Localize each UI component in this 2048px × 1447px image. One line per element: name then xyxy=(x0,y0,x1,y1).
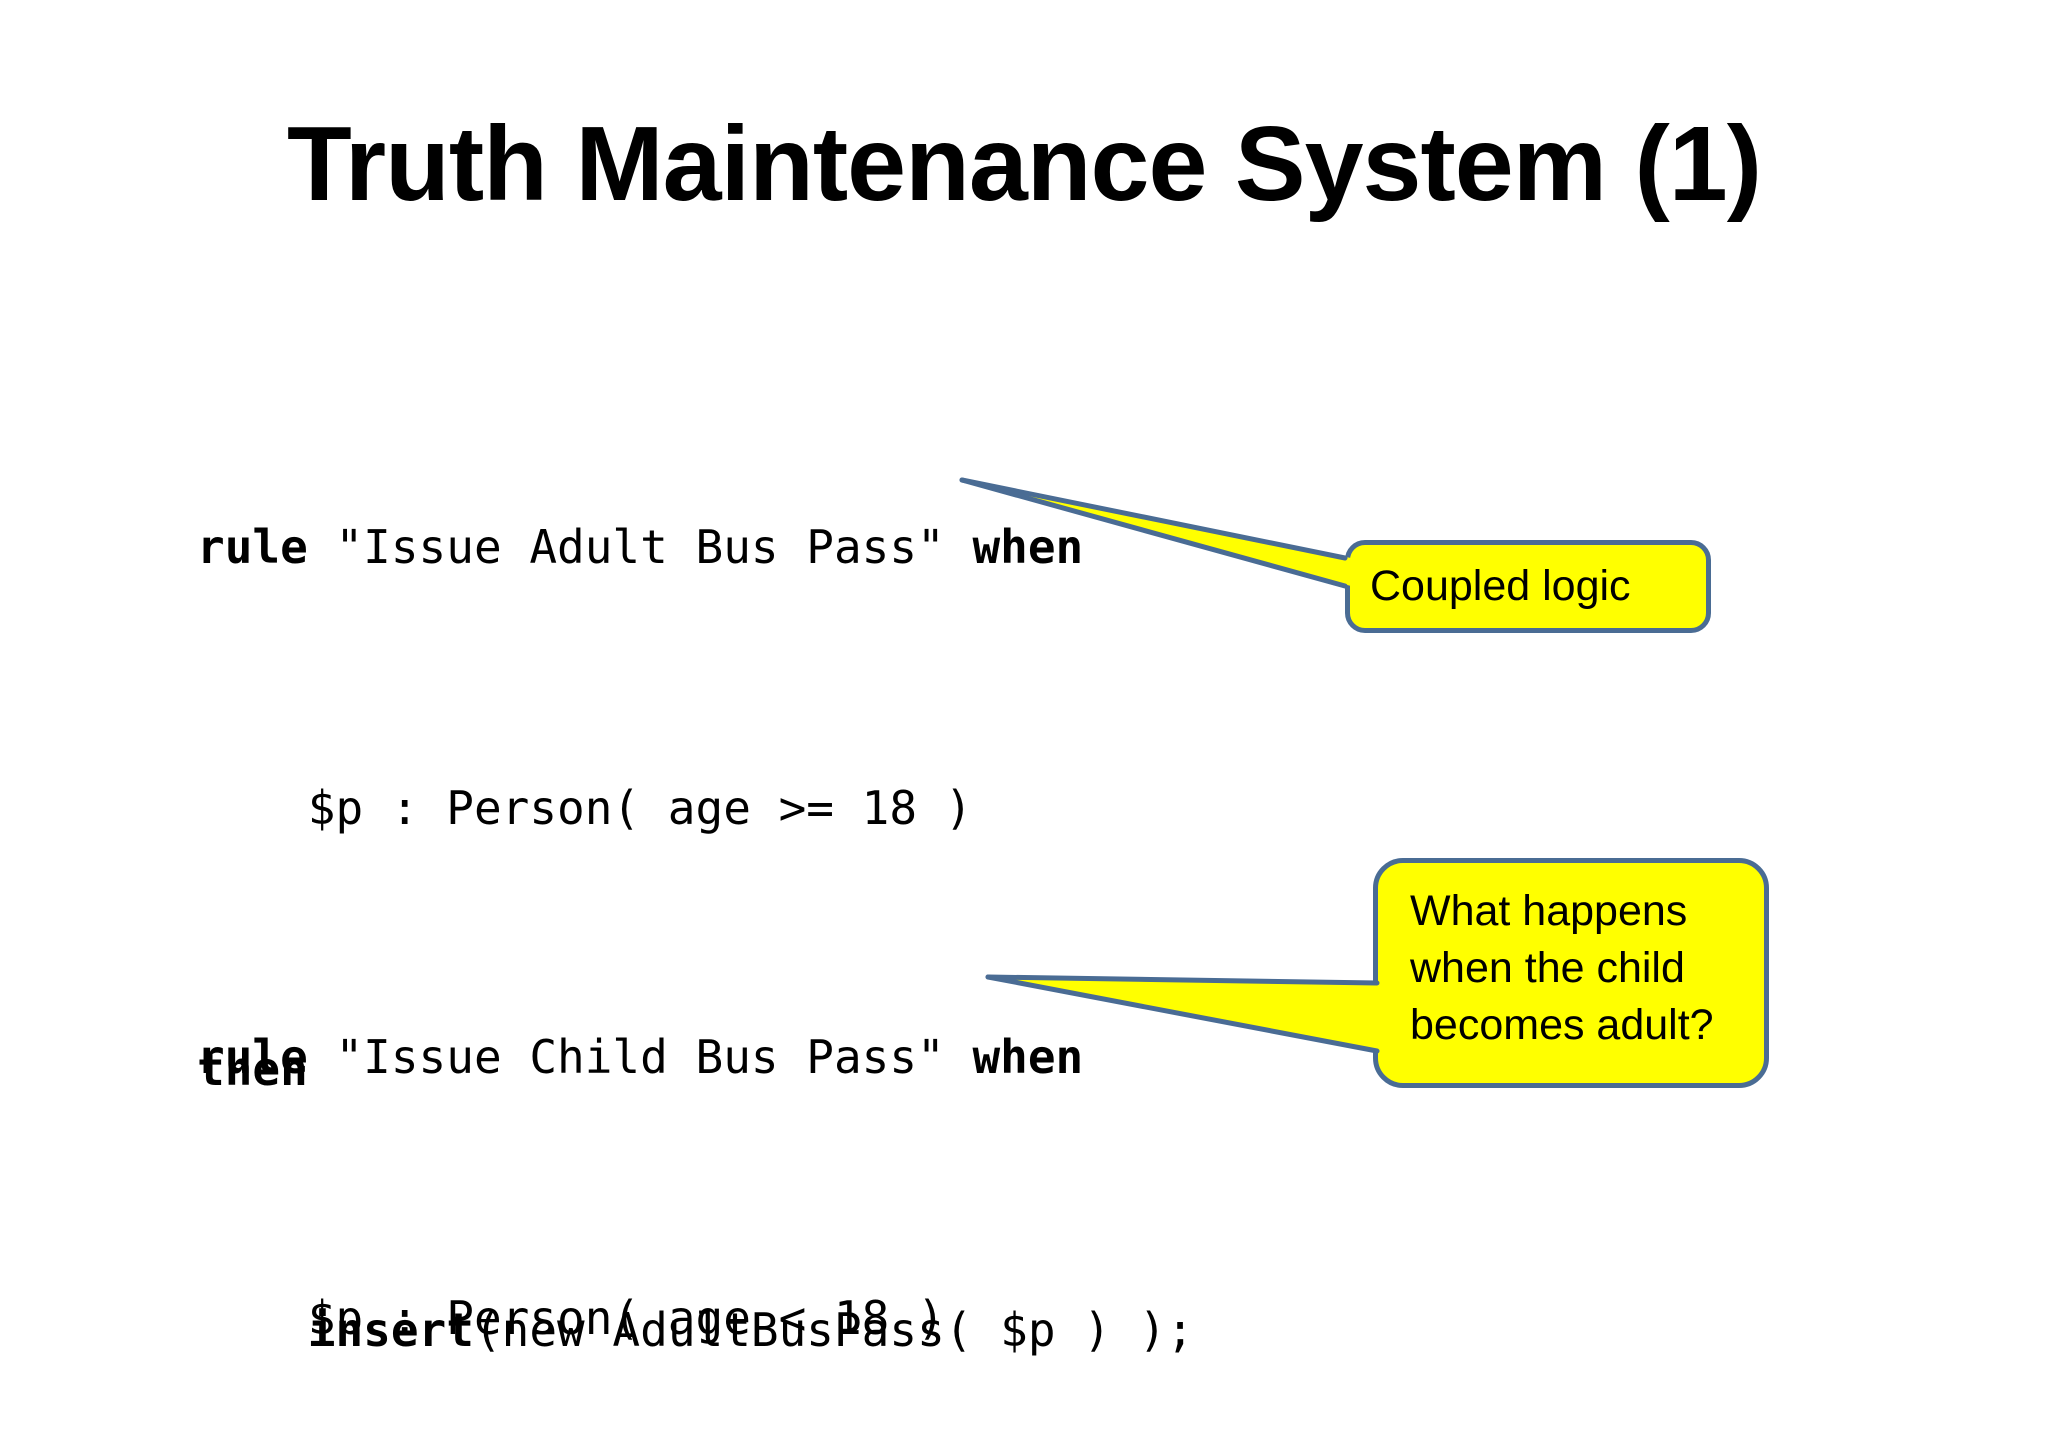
code-line: insert(new AdultBusPass( $p ) ); xyxy=(197,1287,1194,1374)
code-keyword: rule xyxy=(197,1030,308,1084)
code-segment: "Issue Child Bus Pass" xyxy=(307,1030,973,1084)
rule-code-child: rule "Issue Child Bus Pass" when $p : Pe… xyxy=(197,840,1194,1447)
callout-text-line: What happens xyxy=(1410,887,1688,935)
callout-text-line: Coupled logic xyxy=(1370,562,1631,610)
code-segment: "Issue Adult Bus Pass" xyxy=(307,520,973,574)
callout-text-line: when the child xyxy=(1410,944,1685,992)
code-keyword: rule xyxy=(197,520,308,574)
code-keyword: when xyxy=(972,520,1084,574)
code-segment: $p : Person( age >= 18 ) xyxy=(197,781,973,835)
code-keyword: when xyxy=(972,1030,1084,1084)
code-segment: (new AdultBusPass( $p ) ); xyxy=(473,1303,1195,1357)
slide-title: Truth Maintenance System (1) xyxy=(286,105,1762,223)
code-keyword: then xyxy=(197,1042,308,1096)
callout-child-question: What happens when the child becomes adul… xyxy=(1373,858,1769,1088)
code-line: then xyxy=(197,1026,1194,1113)
callout-text-line: becomes adult? xyxy=(1410,1001,1714,1049)
code-line: rule "Issue Adult Bus Pass" when xyxy=(197,504,1194,591)
code-line: $p : Person( age >= 18 ) xyxy=(197,765,1194,852)
code-keyword: insert xyxy=(307,1303,474,1357)
code-segment: $p : Person( age < 18 ) xyxy=(197,1291,945,1345)
rule-code-adult: rule "Issue Adult Bus Pass" when $p : Pe… xyxy=(197,330,1194,1447)
callout-coupled-logic: Coupled logic xyxy=(1345,540,1711,633)
code-line: rule "Issue Child Bus Pass" when xyxy=(197,1014,1194,1101)
code-line: $p : Person( age < 18 ) xyxy=(197,1275,1194,1362)
